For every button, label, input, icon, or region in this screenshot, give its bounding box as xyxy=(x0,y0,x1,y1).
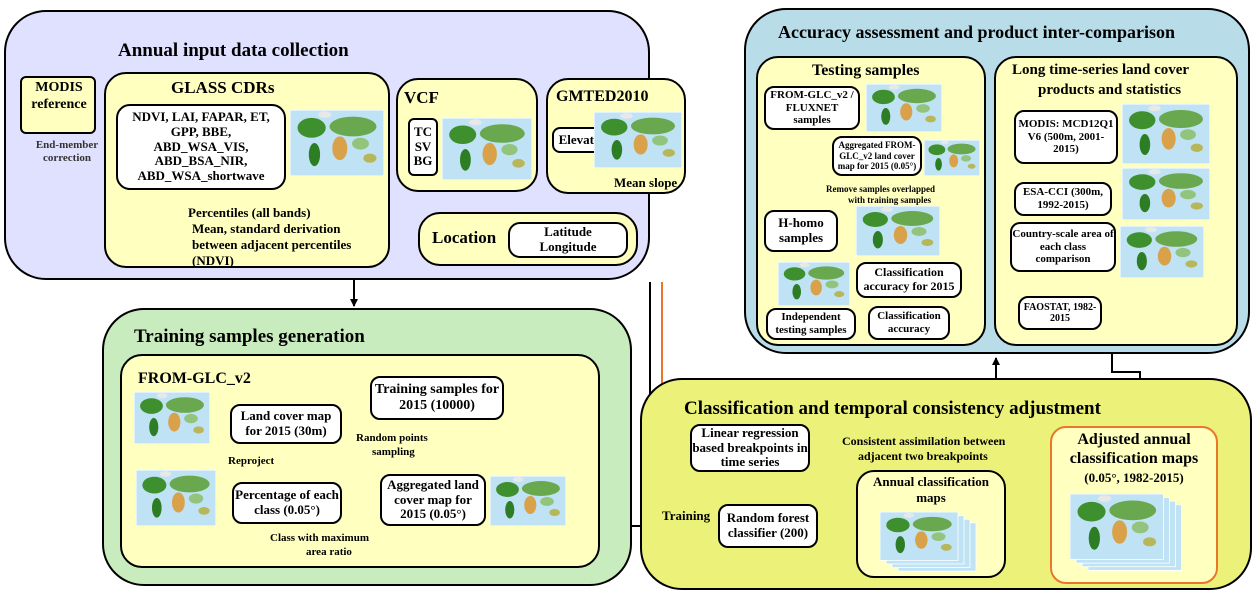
random-points-label-2: sampling xyxy=(372,446,415,458)
vcf-sv: SV xyxy=(414,138,432,154)
testing-samples-title: Testing samples xyxy=(812,62,920,79)
glass-var-3: ABD_WSA_VIS, xyxy=(153,138,249,154)
from-glc-world-map xyxy=(133,391,211,445)
class-accuracy-box: Classification accuracy xyxy=(868,306,950,340)
training-title: Training samples generation xyxy=(134,326,365,347)
percentage-class-box: Percentage of each class (0.05°) xyxy=(232,482,342,524)
annual-maps-stack xyxy=(879,511,980,574)
glass-output-1: Percentiles (all bands) xyxy=(188,205,311,220)
glass-cdrs-title: GLASS CDRs xyxy=(171,78,275,97)
long-ts-title-2: products and statistics xyxy=(1038,82,1182,98)
aggregated-world-map xyxy=(489,475,567,527)
class-accuracy-2015-box: Classification accuracy for 2015 xyxy=(856,262,962,298)
glass-output-3: between adjacent percentiles xyxy=(192,237,352,252)
vcf-world-map xyxy=(441,117,533,181)
lat-lon-box: Latitude Longitude xyxy=(508,222,628,258)
class-max-label-2: area ratio xyxy=(306,546,352,558)
class-max-label-1: Class with maximum xyxy=(270,532,370,544)
annual-maps-label: Annual classification maps xyxy=(873,474,989,505)
gmted-world-map xyxy=(593,111,683,169)
accuracy-title: Accuracy assessment and product inter-co… xyxy=(778,22,1175,42)
independent-testing-box: Independent testing samples xyxy=(766,308,856,340)
gmted-title: GMTED2010 xyxy=(556,88,649,105)
end-member-label: End-member correction xyxy=(35,139,99,165)
classification-title: Classification and temporal consistency … xyxy=(684,398,1101,419)
from-glc-title: FROM-GLC_v2 xyxy=(138,370,251,387)
random-forest-box: Random forest classifier (200) xyxy=(718,504,818,548)
long-ts-title-1: Long time-series land cover xyxy=(1012,62,1190,78)
glass-var-2: GPP, BBE, xyxy=(170,123,232,139)
linear-regression-box: Linear regression based breakpoints in t… xyxy=(690,424,810,472)
vcf-title: VCF xyxy=(404,88,439,107)
training-label: Training xyxy=(662,508,711,523)
glass-var-5: ABD_WSA_shortwave xyxy=(137,168,265,184)
landcover-30m-box: Land cover map for 2015 (30m) xyxy=(230,404,342,444)
esa-cci-box: ESA-CCI (300m, 1992-2015) xyxy=(1014,182,1112,216)
random-points-label-1: Random points xyxy=(356,432,428,444)
percentage-world-map xyxy=(135,469,217,527)
mean-slope-label: Mean slope xyxy=(614,175,678,190)
accuracy-world-map xyxy=(777,261,851,307)
from-glc-box xyxy=(120,354,600,568)
vcf-tc: TC xyxy=(413,123,433,139)
location-title: Location xyxy=(432,228,497,247)
adjusted-maps-sublabel: (0.05°, 1982-2015) xyxy=(1084,470,1184,485)
esa-world-map xyxy=(1121,167,1211,221)
adjusted-maps-label: Adjusted annual classification maps xyxy=(1069,431,1199,468)
faostat-box: FAOSTAT, 1982-2015 xyxy=(1018,296,1102,330)
glass-var-1: NDVI, LAI, FAPAR, ET, xyxy=(132,108,270,124)
modis-reference-box xyxy=(20,76,96,134)
glass-variables-box: NDVI, LAI, FAPAR, ET, GPP, BBE, ABD_WSA_… xyxy=(116,104,286,190)
vcf-variables-box: TC SV BG xyxy=(408,118,438,176)
fluxnet-world-map xyxy=(865,83,943,133)
consistent-label-1: Consistent assimilation between xyxy=(842,434,1006,448)
country-world-map xyxy=(1119,225,1205,279)
h-homo-world-map xyxy=(855,205,941,257)
modis-reference-label: MODIS reference xyxy=(31,80,87,112)
latitude-label: Latitude xyxy=(544,224,592,240)
from-fluxnet-box: FROM-GLC_v2 / FLUXNET samples xyxy=(764,86,860,130)
annual-input-title: Annual input data collection xyxy=(118,40,349,61)
h-homo-box: H-homo samples xyxy=(764,210,838,252)
glass-output-2: Mean, standard derivation xyxy=(192,221,341,236)
aggregated-map-box: Aggregated land cover map for 2015 (0.05… xyxy=(380,474,486,526)
adjusted-maps-stack xyxy=(1069,493,1190,578)
remove-samples-label-1: Remove samples overlapped xyxy=(826,184,935,194)
country-scale-box: Country-scale area of each class compari… xyxy=(1010,222,1116,272)
longitude-label: Longitude xyxy=(539,239,597,254)
vcf-bg: BG xyxy=(413,153,433,169)
modis-world-map xyxy=(1121,103,1211,165)
glass-world-map xyxy=(289,109,385,177)
consistent-label-2: adjacent two breakpoints xyxy=(858,449,988,463)
glass-output-4: (NDVI) xyxy=(192,253,234,268)
reproject-label: Reproject xyxy=(228,455,275,467)
aggregated-from-glc-box: Aggregated FROM-GLC_v2 land cover map fo… xyxy=(832,136,922,176)
aggregated-test-world-map xyxy=(923,139,981,177)
modis-mcd12q1-box: MODIS: MCD12Q1 V6 (500m, 2001-2015) xyxy=(1014,110,1118,164)
training-samples-box: Training samples for 2015 (10000) xyxy=(370,376,504,420)
remove-samples-label-2: with training samples xyxy=(848,195,932,205)
glass-var-4: ABD_BSA_NIR, xyxy=(154,153,248,169)
